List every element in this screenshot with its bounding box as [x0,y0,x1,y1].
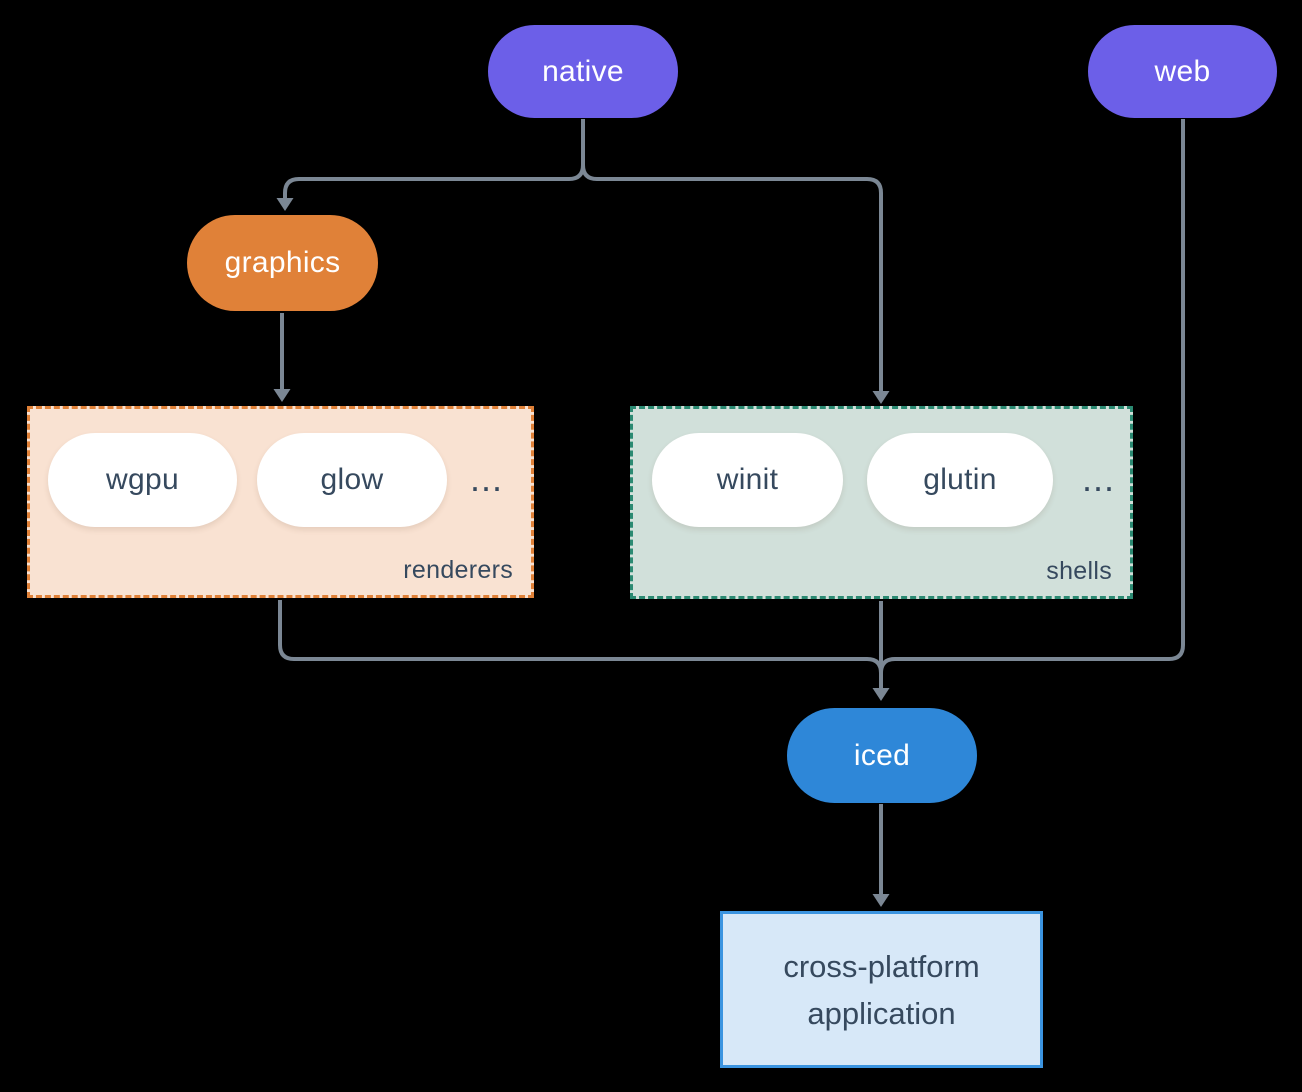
shells-group: winit glutin ... shells [630,406,1133,599]
cross-platform-application-node: cross-platform application [720,911,1043,1068]
wgpu-node: wgpu [48,433,237,527]
arrowhead-app [872,894,890,907]
edge-native-to-graphics [283,119,585,198]
shells-label: shells [1046,557,1112,585]
arrowhead-graphics [276,198,294,211]
iced-node: iced [787,708,977,803]
native-node: native [488,25,678,118]
graphics-node: graphics [187,215,378,311]
arrowhead-renderers [273,389,291,402]
renderers-group: wgpu glow ... renderers [27,406,534,598]
winit-node: winit [652,433,843,527]
arrowhead-iced [872,688,890,701]
renderers-ellipsis: ... [470,458,504,499]
renderers-label: renderers [403,556,513,584]
web-node: web [1088,25,1277,118]
edge-renderers-to-iced [278,600,883,688]
arrowhead-shells [872,391,890,404]
glutin-node: glutin [867,433,1053,527]
shells-ellipsis: ... [1082,458,1116,499]
glow-node: glow [257,433,447,527]
edge-native-to-shells [581,119,883,391]
